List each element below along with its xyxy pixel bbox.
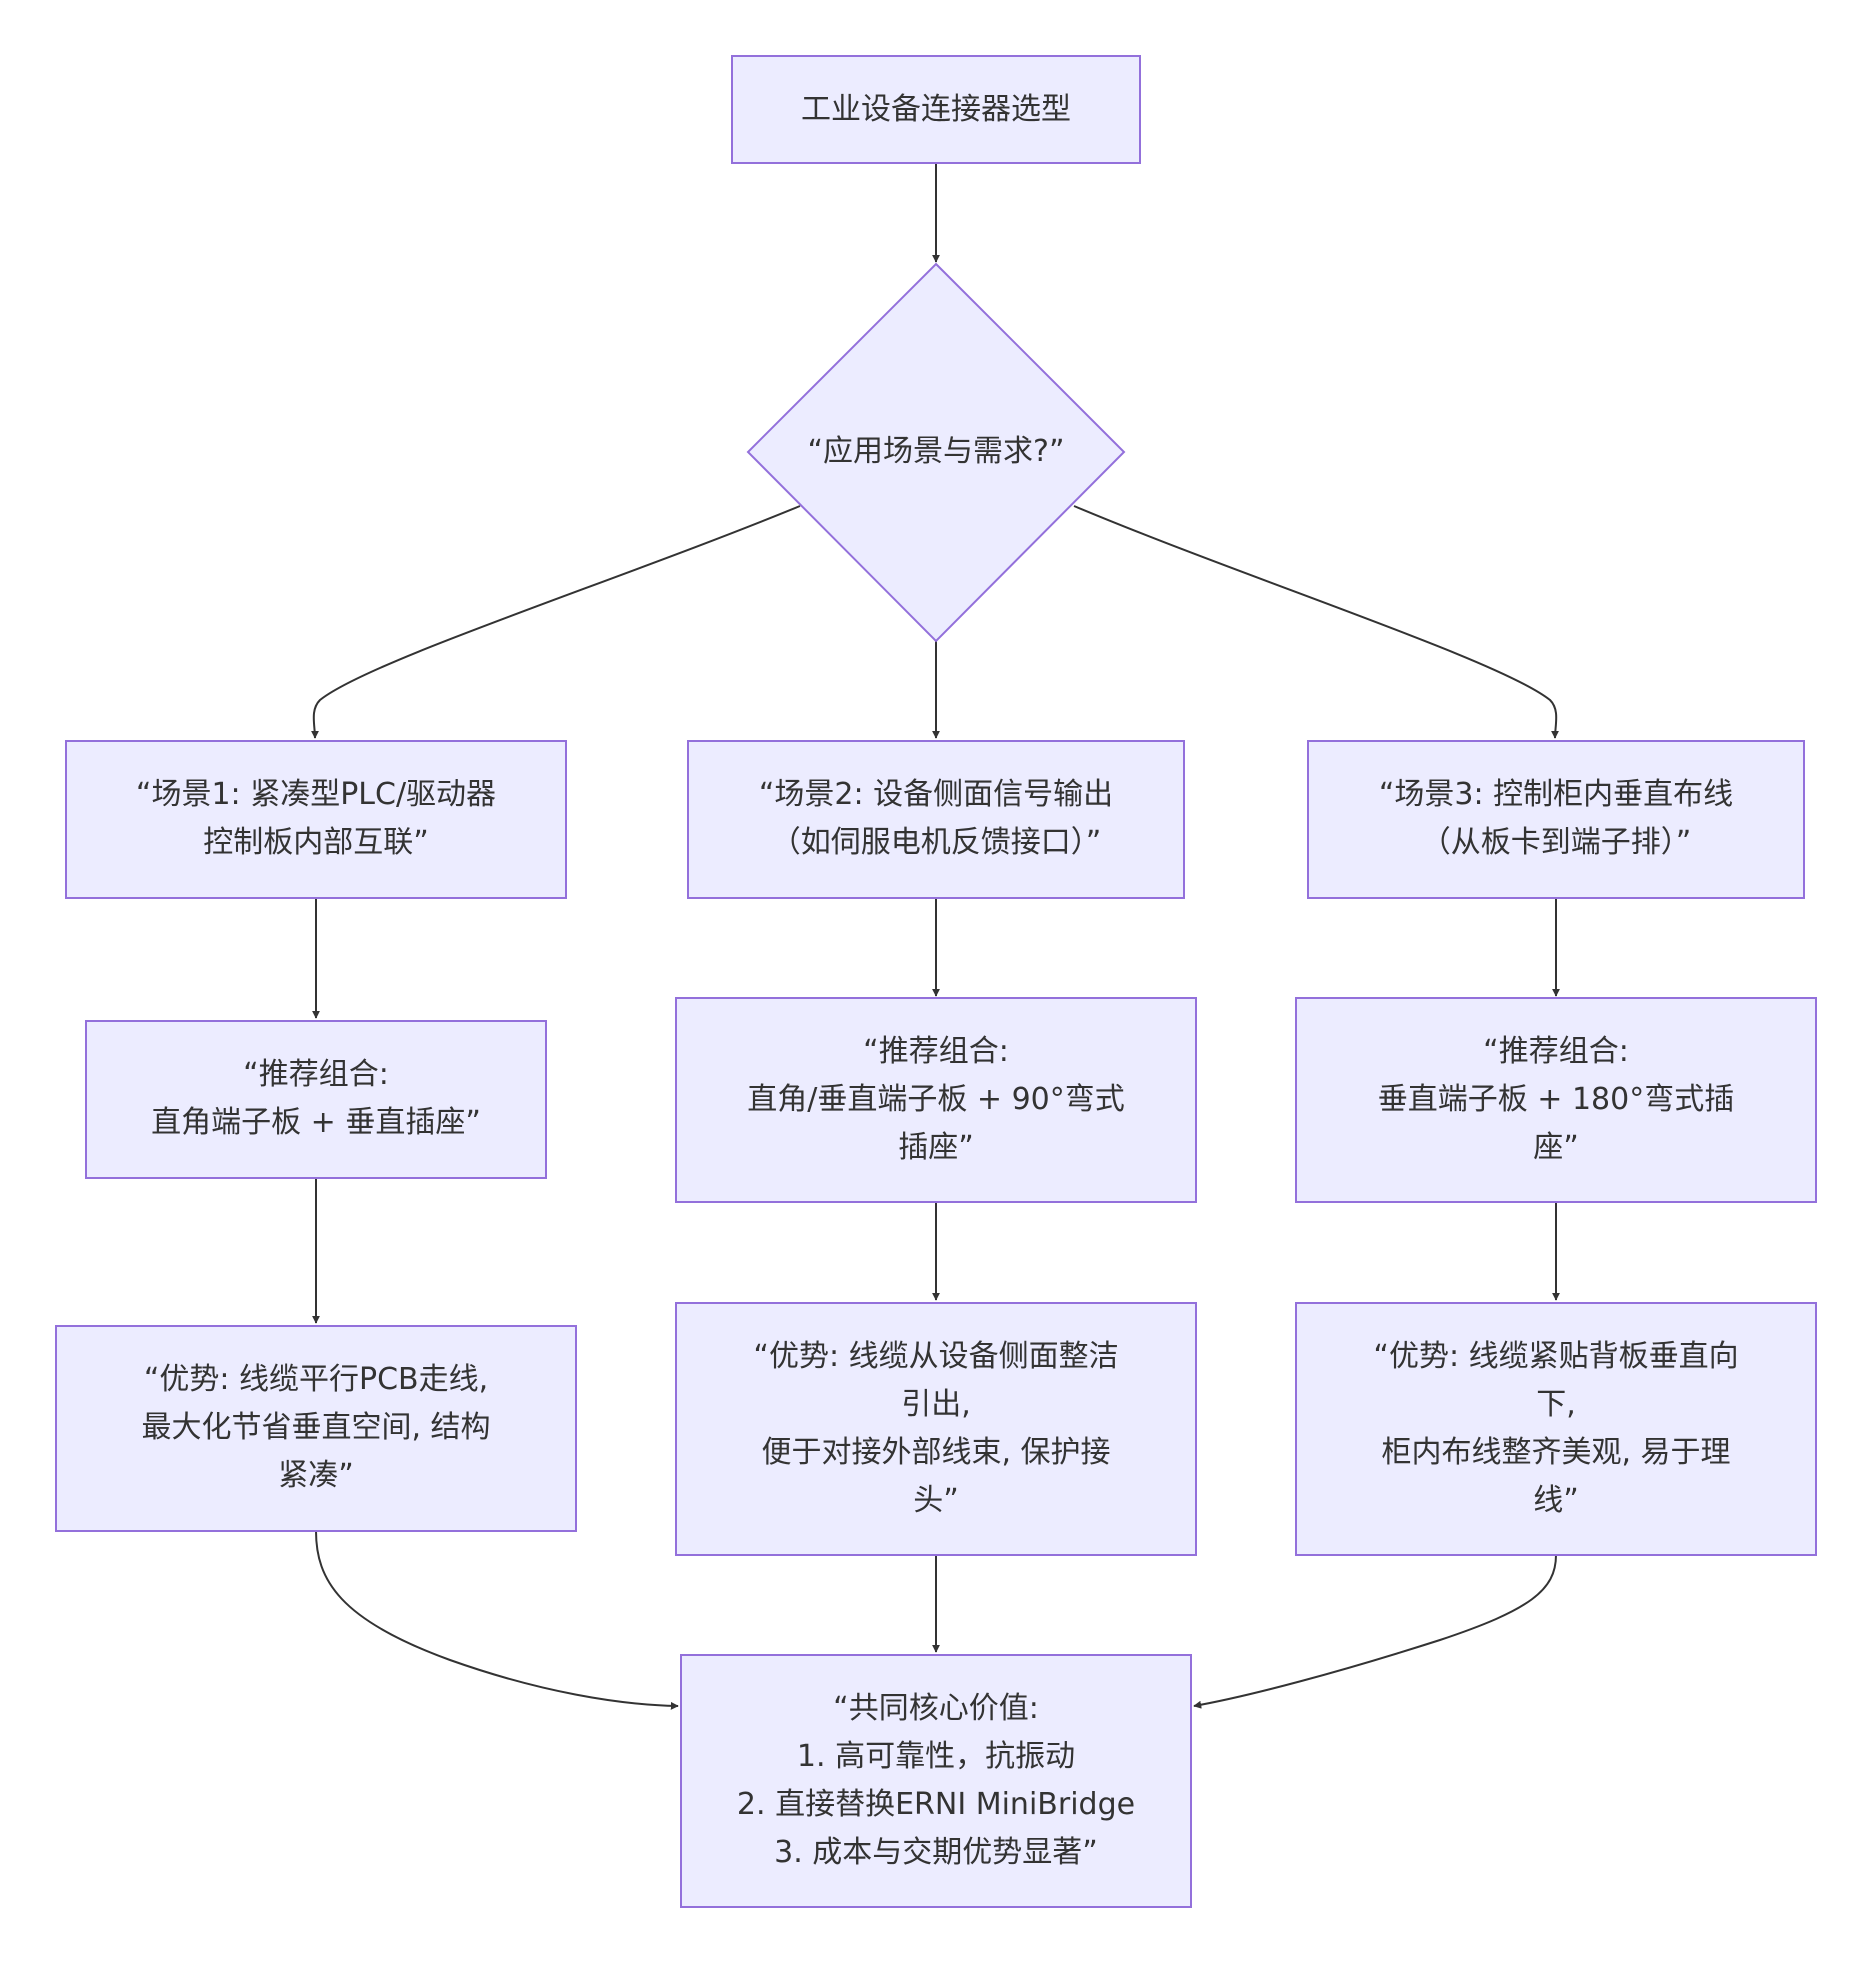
core-label-line: 2. 直接替换ERNI MiniBridge — [737, 1787, 1135, 1822]
adv3-label-line: “优势: 线缆紧贴背板垂直向 — [1373, 1339, 1738, 1374]
rec3-label-line: 垂直端子板 + 180°弯式插 — [1378, 1082, 1734, 1117]
edge-decision-to-scene3 — [1073, 505, 1560, 739]
node-rec3[interactable]: “推荐组合: 垂直端子板 + 180°弯式插座” — [1295, 997, 1817, 1203]
scene1-label-line: 控制板内部互联” — [203, 825, 429, 860]
adv1-label-line: 最大化节省垂直空间, 结构 — [141, 1410, 490, 1445]
node-rec2-label: “推荐组合: 直角/垂直端子板 + 90°弯式插座” — [747, 1034, 1125, 1165]
adv1-label-line: 紧凑” — [278, 1458, 354, 1493]
scene3-label-line: “场景3: 控制柜内垂直布线 — [1379, 777, 1733, 812]
adv2-label-line: 头” — [913, 1483, 959, 1518]
node-start-label: 工业设备连接器选型 — [801, 92, 1071, 127]
node-core-label: “共同核心价值: 1. 高可靠性，抗振动 2. 直接替换ERNI MiniBridg… — [737, 1691, 1135, 1870]
adv1-label-line: “优势: 线缆平行PCB走线, — [144, 1362, 488, 1397]
scene3-label-line: （从板卡到端子排）” — [1421, 825, 1692, 860]
rec3-label-line: “推荐组合: — [1483, 1034, 1629, 1069]
node-core[interactable]: “共同核心价值: 1. 高可靠性，抗振动 2. 直接替换ERNI MiniBridg… — [680, 1654, 1192, 1908]
core-label-line: 3. 成本与交期优势显著” — [774, 1835, 1098, 1870]
node-scene3-label: “场景3: 控制柜内垂直布线 （从板卡到端子排）” — [1379, 777, 1733, 860]
node-scene3[interactable]: “场景3: 控制柜内垂直布线 （从板卡到端子排）” — [1307, 740, 1805, 899]
node-adv3[interactable]: “优势: 线缆紧贴背板垂直向下, 柜内布线整齐美观, 易于理线” — [1295, 1302, 1817, 1556]
rec2-label-line: “推荐组合: — [863, 1034, 1009, 1069]
node-adv2-label: “优势: 线缆从设备侧面整洁引出, 便于对接外部线束, 保护接头” — [753, 1339, 1118, 1518]
node-decision[interactable]: “应用场景与需求?” — [746, 262, 1126, 643]
adv2-label-line: 便于对接外部线束, 保护接 — [761, 1435, 1110, 1470]
adv3-label-line: 柜内布线整齐美观, 易于理 — [1381, 1435, 1730, 1470]
core-label-line: 1. 高可靠性，抗振动 — [797, 1739, 1075, 1774]
rec1-label-line: 直角端子板 + 垂直插座” — [151, 1105, 481, 1140]
edges — [310, 163, 1560, 1710]
node-scene2-label: “场景2: 设备侧面信号输出 （如伺服电机反馈接口）” — [759, 777, 1113, 860]
rec1-label-line: “推荐组合: — [243, 1057, 389, 1092]
node-decision-label: “应用场景与需求?” — [807, 434, 1064, 469]
decision-label-line: “应用场景与需求?” — [807, 434, 1064, 469]
edge-adv1-to-core — [315, 1530, 679, 1710]
node-rec2[interactable]: “推荐组合: 直角/垂直端子板 + 90°弯式插座” — [675, 997, 1197, 1203]
node-scene2[interactable]: “场景2: 设备侧面信号输出 （如伺服电机反馈接口）” — [687, 740, 1185, 899]
node-scene1-label: “场景1: 紧凑型PLC/驱动器控制板内部互联” — [136, 777, 496, 860]
node-rec3-label: “推荐组合: 垂直端子板 + 180°弯式插座” — [1378, 1034, 1734, 1165]
core-label-line: “共同核心价值: — [833, 1691, 1039, 1726]
rec2-label-line: 直角/垂直端子板 + 90°弯式 — [747, 1082, 1125, 1117]
edge-decision-to-scene1 — [310, 505, 801, 739]
node-adv2[interactable]: “优势: 线缆从设备侧面整洁引出, 便于对接外部线束, 保护接头” — [675, 1302, 1197, 1556]
node-adv3-label: “优势: 线缆紧贴背板垂直向下, 柜内布线整齐美观, 易于理线” — [1373, 1339, 1738, 1518]
adv2-label-line: “优势: 线缆从设备侧面整洁 — [753, 1339, 1118, 1374]
nodes: 工业设备连接器选型 “应用场景与需求?” “场景1: 紧凑型PLC/驱动器控制板… — [55, 55, 1817, 1908]
node-rec1-label: “推荐组合: 直角端子板 + 垂直插座” — [151, 1057, 481, 1140]
adv2-label-line: 引出, — [901, 1387, 971, 1422]
scene2-label-line: （如伺服电机反馈接口）” — [771, 825, 1102, 860]
edge-adv3-to-core — [1193, 1554, 1557, 1709]
start-label-line: 工业设备连接器选型 — [801, 92, 1071, 127]
node-start[interactable]: 工业设备连接器选型 — [731, 55, 1141, 164]
node-scene1[interactable]: “场景1: 紧凑型PLC/驱动器控制板内部互联” — [65, 740, 567, 899]
adv3-label-line: 下, — [1536, 1387, 1576, 1422]
adv3-label-line: 线” — [1533, 1483, 1579, 1518]
rec2-label-line: 插座” — [898, 1130, 974, 1165]
node-adv1-label: “优势: 线缆平行PCB走线, 最大化节省垂直空间, 结构紧凑” — [141, 1362, 490, 1493]
scene2-label-line: “场景2: 设备侧面信号输出 — [759, 777, 1113, 812]
node-rec1[interactable]: “推荐组合: 直角端子板 + 垂直插座” — [85, 1020, 547, 1179]
rec3-label-line: 座” — [1533, 1130, 1579, 1165]
scene1-label-line: “场景1: 紧凑型PLC/驱动器 — [136, 777, 496, 812]
node-adv1[interactable]: “优势: 线缆平行PCB走线, 最大化节省垂直空间, 结构紧凑” — [55, 1325, 577, 1532]
